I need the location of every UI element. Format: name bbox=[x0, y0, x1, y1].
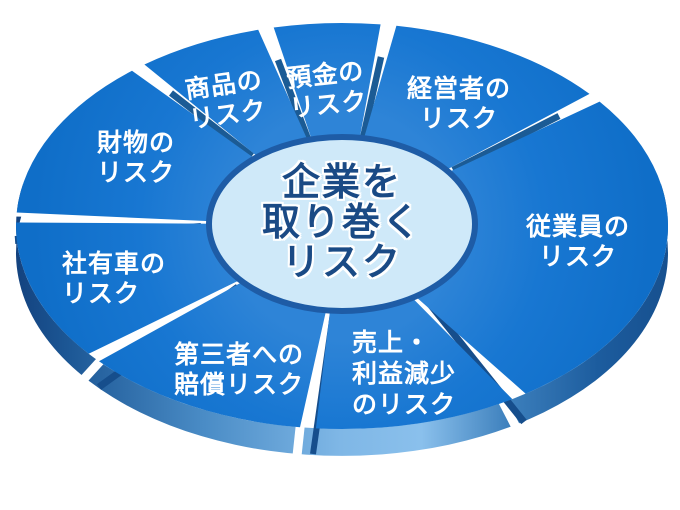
divider-dark-lines bbox=[169, 56, 561, 173]
segment-shape-property-risk bbox=[16, 70, 261, 222]
segment-shape-sales-profit-risk bbox=[315, 295, 513, 430]
segment-label-sales-profit-risk: 売上・ 利益減少 のリスク bbox=[352, 329, 457, 419]
segment-shape-management-risk bbox=[362, 25, 590, 174]
segment-shape-product-risk bbox=[144, 29, 311, 162]
segment-shape-deposit-risk bbox=[273, 22, 381, 147]
segment-label-management-risk: 経営者の リスク bbox=[406, 75, 511, 133]
segment-shape-company-car-risk bbox=[16, 222, 244, 354]
center-hub-ellipse bbox=[206, 134, 478, 314]
segment-label-employee-risk: 従業員の リスク bbox=[525, 213, 630, 271]
segment-label-property-risk: 財物の リスク bbox=[96, 129, 175, 187]
center-title: 企業を 取り巻く リスク bbox=[261, 162, 422, 284]
segments bbox=[16, 22, 668, 430]
segment-label-company-car-risk: 社有車の リスク bbox=[62, 250, 167, 308]
segment-shape-thirdparty-risk bbox=[99, 280, 327, 428]
segment-label-thirdparty-risk: 第三者への 賠償リスク bbox=[174, 341, 305, 399]
segment-shape-employee-risk bbox=[413, 101, 668, 394]
